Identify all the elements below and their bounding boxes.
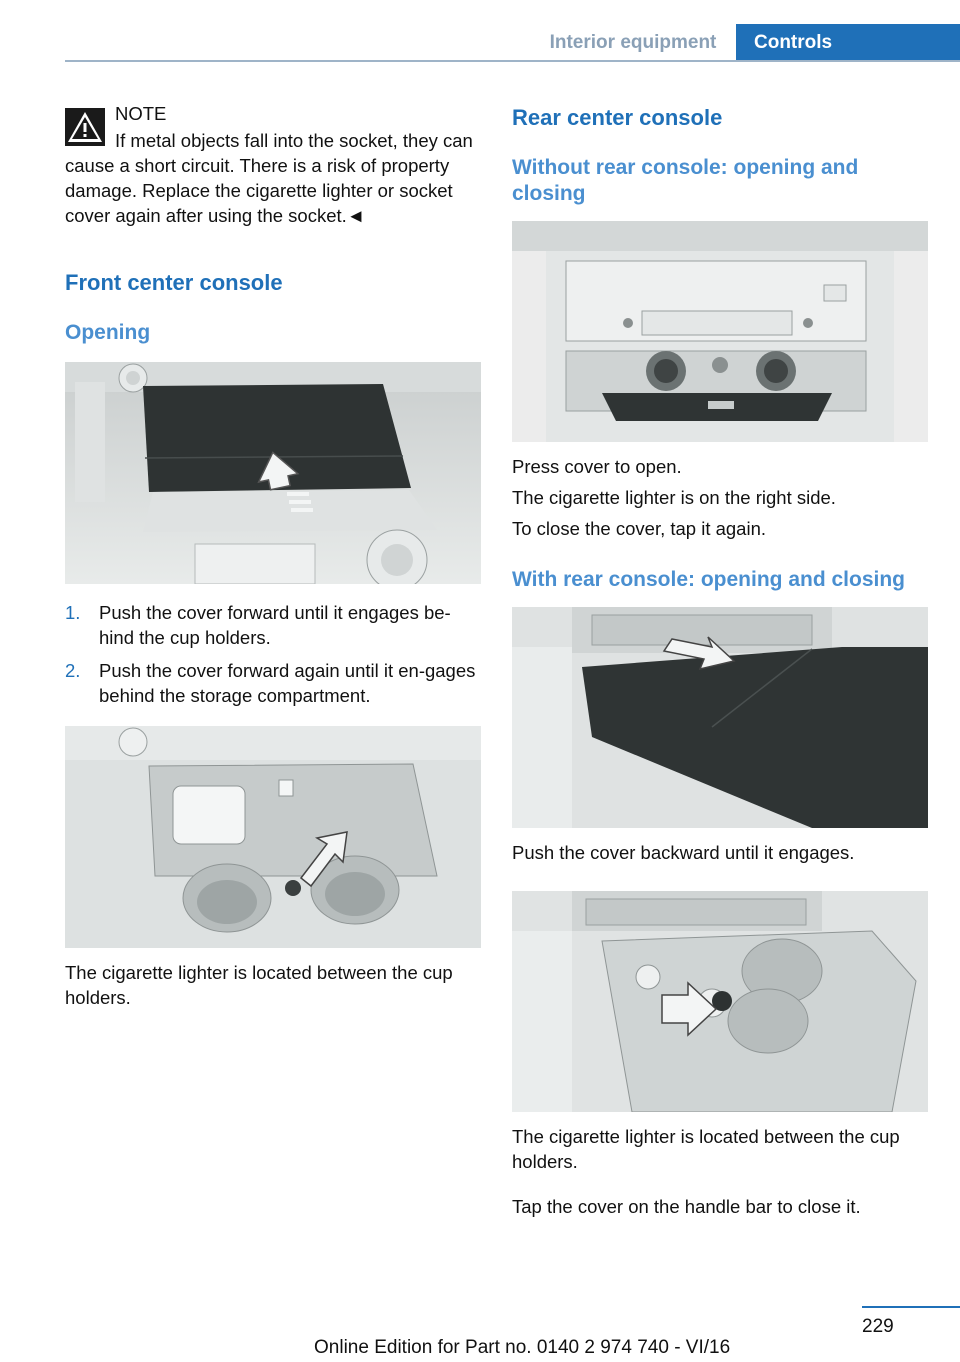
left-column: NOTE If metal objects fall into the sock… bbox=[65, 100, 481, 1010]
right-column: Rear center console Without rear console… bbox=[512, 100, 928, 1219]
step-text: Push the cover forward until it engages … bbox=[99, 602, 451, 648]
note-box: NOTE If metal objects fall into the sock… bbox=[65, 100, 481, 228]
list-item: 1. Push the cover forward until it engag… bbox=[65, 600, 481, 650]
para-tap-handle: Tap the cover on the handle bar to close… bbox=[512, 1196, 861, 1217]
heading-opening: Opening bbox=[65, 321, 151, 344]
caption-lighter-location: The cigarette lighter is located between… bbox=[65, 962, 453, 1008]
para-press-cover: Press cover to open. bbox=[512, 456, 682, 477]
heading-front-center-console: Front center console bbox=[65, 270, 283, 295]
footer-edition: Online Edition for Part no. 0140 2 974 7… bbox=[314, 1337, 731, 1358]
header-chapter-tab: Controls bbox=[736, 24, 960, 62]
note-body: If metal objects fall into the socket, t… bbox=[65, 130, 473, 226]
step-text: Push the cover forward again until it en… bbox=[99, 660, 476, 706]
para-close-cover: To close the cover, tap it again. bbox=[512, 518, 767, 539]
rear-console-cover-photo bbox=[512, 221, 928, 442]
arrow-icon bbox=[662, 636, 736, 671]
list-item: 2. Push the cover forward again until it… bbox=[65, 658, 481, 708]
footer-rule bbox=[862, 1306, 960, 1308]
para-push-backward: Push the cover backward until it engages… bbox=[512, 842, 855, 863]
step-number: 1. bbox=[65, 602, 81, 623]
arrow-icon bbox=[299, 831, 348, 888]
step-number: 2. bbox=[65, 660, 81, 681]
heading-rear-center-console: Rear center console bbox=[512, 105, 723, 130]
steps-list: 1. Push the cover forward until it engag… bbox=[65, 600, 481, 708]
para-lighter-right-side: The cigarette lighter is on the right si… bbox=[512, 487, 836, 508]
rear-console-open-photo bbox=[512, 891, 928, 1112]
warning-triangle-icon bbox=[65, 108, 105, 146]
arrow-icon bbox=[257, 451, 313, 512]
header-rule bbox=[65, 60, 960, 62]
para-lighter-between: The cigarette lighter is located between… bbox=[512, 1126, 900, 1172]
header-section-tab: Interior equipment bbox=[549, 32, 717, 53]
heading-without-rear-console: Without rear console: opening and closin… bbox=[512, 156, 859, 205]
heading-with-rear-console: With rear console: opening and closing bbox=[512, 568, 906, 591]
rear-console-closed-photo bbox=[512, 607, 928, 828]
arrow-icon bbox=[661, 981, 718, 1037]
page-number: 229 bbox=[862, 1316, 894, 1337]
note-title: NOTE bbox=[115, 103, 167, 124]
front-console-open-photo bbox=[65, 726, 481, 948]
front-console-cover-photo bbox=[65, 362, 481, 584]
